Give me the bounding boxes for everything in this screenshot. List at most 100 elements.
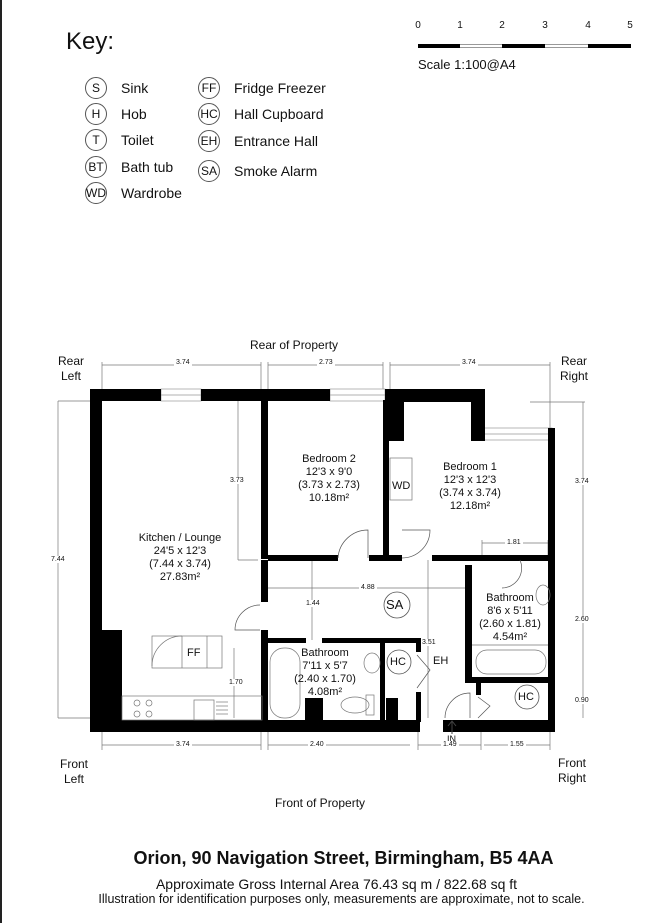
scale-tick-0: 0 — [415, 20, 421, 31]
scale-segment — [545, 44, 588, 48]
key-item-toilet: T Toilet — [85, 129, 154, 151]
hall-cupboard-label-1: HC — [390, 656, 406, 668]
dim-bedroom2-height: 3.73 — [229, 477, 245, 484]
room-bedroom-2: Bedroom 2 12'3 x 9'0 (3.73 x 2.73) 10.18… — [274, 453, 384, 505]
room-imperial: 8'6 x 5'11 — [487, 605, 533, 617]
dim-bath-width: 1.81 — [505, 539, 523, 546]
dim-hall-height: 1.44 — [305, 600, 321, 607]
dim-bottom-mid: 2.40 — [308, 741, 326, 748]
room-bedroom-1: Bedroom 1 12'3 x 12'3 (3.74 x 3.74) 12.1… — [415, 461, 525, 513]
gross-internal-area: Approximate Gross Internal Area 76.43 sq… — [155, 876, 518, 892]
key-label: Sink — [121, 80, 149, 96]
scale-segment — [502, 44, 545, 48]
corner-line: Right — [558, 771, 587, 785]
key-label: Bath tub — [121, 159, 174, 175]
sink-symbol-icon: S — [85, 77, 107, 99]
corner-line: Left — [64, 772, 85, 786]
room-kitchen-lounge: Kitchen / Lounge 24'5 x 12'3 (7.44 x 3.7… — [120, 532, 240, 584]
key-item-hob: H Hob — [85, 103, 147, 125]
toilet-symbol-icon: T — [85, 129, 107, 151]
scale-tick-2: 2 — [499, 20, 505, 31]
wardrobe-label: WD — [392, 480, 411, 492]
page-edge — [0, 0, 2, 923]
corner-line: Right — [560, 369, 589, 383]
key-label: Toilet — [121, 132, 154, 148]
room-name: Bathroom — [486, 592, 534, 604]
dim-right-low: 0.90 — [574, 697, 590, 704]
key-title: Key: — [66, 28, 115, 55]
smoke-alarm-symbol-icon: SA — [198, 160, 220, 182]
scale-label: Scale 1:100@A4 — [418, 57, 516, 72]
key-item-sink: S Sink — [85, 77, 148, 99]
dim-top-right: 3.74 — [460, 359, 478, 366]
dim-bottom-entrance: 1.49 — [441, 741, 459, 748]
wardrobe-symbol-icon: WD — [85, 182, 107, 204]
walls — [90, 389, 555, 732]
dim-bottom-right: 1.55 — [508, 741, 526, 748]
key-item-hall-cupboard: HC Hall Cupboard — [198, 103, 324, 125]
corner-line: Rear — [58, 354, 85, 368]
key-label: Wardrobe — [121, 185, 182, 201]
scale-segment — [460, 44, 502, 48]
key-label: Hob — [121, 106, 147, 122]
hob-symbol-icon: H — [85, 103, 107, 125]
dim-left-height: 7.44 — [50, 556, 66, 563]
room-metric: (2.40 x 1.70) — [294, 673, 356, 685]
room-name: Bedroom 1 — [443, 461, 497, 473]
key-item-fridge-freezer: FF Fridge Freezer — [198, 77, 326, 99]
room-metric: (3.74 x 3.74) — [439, 487, 501, 499]
front-of-property-label: Front of Property — [275, 796, 366, 810]
disclaimer: Illustration for identification purposes… — [98, 892, 585, 906]
arrow-in-icon — [447, 720, 457, 734]
scale-tick-4: 4 — [585, 20, 591, 31]
room-imperial: 12'3 x 12'3 — [443, 474, 497, 486]
dim-right-mid: 2.60 — [574, 616, 590, 623]
door-swings — [234, 529, 522, 719]
front-right-label: Front Right — [558, 756, 586, 786]
room-area: 12.18m² — [449, 500, 491, 512]
rear-left-label: Rear Left — [58, 354, 84, 384]
room-area: 4.54m² — [492, 631, 528, 643]
room-bathroom-right: Bathroom 8'6 x 5'11 (2.60 x 1.81) 4.54m² — [472, 592, 548, 644]
key-item-smoke-alarm: SA Smoke Alarm — [198, 160, 317, 182]
hall-cupboard-label-2: HC — [518, 691, 534, 703]
key-item-entrance-hall: EH Entrance Hall — [198, 130, 318, 152]
fridge-freezer-symbol-icon: FF — [198, 77, 220, 99]
hall-cupboard-symbol-icon: HC — [198, 103, 220, 125]
scale-tick-1: 1 — [457, 20, 463, 31]
key-label: Entrance Hall — [234, 133, 319, 149]
dim-kitchen-low: 1.70 — [228, 679, 244, 686]
room-name: Bedroom 2 — [302, 453, 356, 465]
entrance-hall-symbol-icon: EH — [198, 130, 220, 152]
dim-top-left: 3.74 — [174, 359, 192, 366]
entrance-in-label: IN — [447, 734, 456, 744]
room-area: 27.83m² — [159, 571, 201, 583]
room-metric: (3.73 x 2.73) — [298, 479, 360, 491]
room-bathroom-center: Bathroom 7'11 x 5'7 (2.40 x 1.70) 4.08m² — [282, 647, 368, 699]
scale-tick-5: 5 — [627, 20, 633, 31]
entrance-hall-label: EH — [433, 655, 449, 667]
room-area: 4.08m² — [307, 686, 343, 698]
room-imperial: 12'3 x 9'0 — [305, 466, 353, 478]
scale-segment — [418, 44, 460, 48]
room-name: Kitchen / Lounge — [138, 532, 222, 544]
symbol-circles — [383, 591, 540, 710]
key-label: Fridge Freezer — [234, 80, 326, 96]
dim-eh-height: 3.51 — [421, 639, 437, 646]
dim-hall-width: 4.88 — [359, 584, 377, 591]
front-left-label: Front Left — [60, 757, 88, 787]
corner-line: Front — [60, 757, 89, 771]
room-imperial: 7'11 x 5'7 — [302, 660, 348, 672]
key-label: Smoke Alarm — [234, 163, 318, 179]
corner-line: Rear — [561, 354, 588, 368]
smoke-alarm-label: SA — [386, 597, 404, 612]
scale-tick-3: 3 — [542, 20, 548, 31]
dim-top-mid: 2.73 — [317, 359, 335, 366]
dim-bottom-left: 3.74 — [174, 741, 192, 748]
room-name: Bathroom — [301, 647, 349, 659]
key-label: Hall Cupboard — [234, 106, 324, 122]
dim-right-upper: 3.74 — [574, 478, 590, 485]
bath-tub-symbol-icon: BT — [85, 156, 107, 178]
room-area: 10.18m² — [308, 492, 350, 504]
